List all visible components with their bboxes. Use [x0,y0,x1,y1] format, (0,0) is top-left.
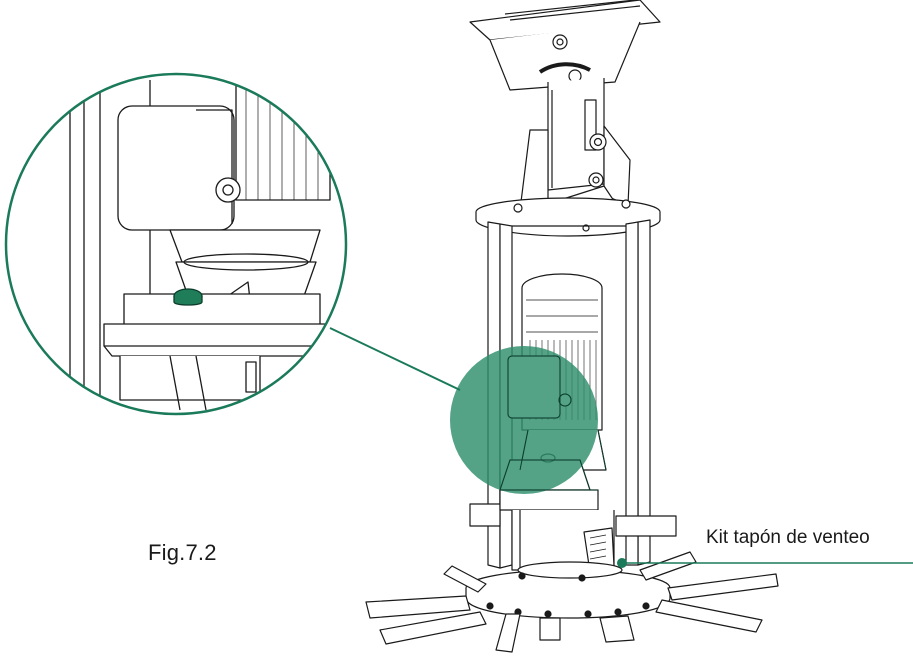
highlight-circle [450,346,598,494]
top-mount-bracket [469,0,661,221]
zoom-detail [6,74,346,414]
top-plate [475,197,661,237]
callout-label: Kit tapón de venteo [706,527,870,548]
support-legs [365,551,779,653]
highlight-detail [499,355,607,491]
zoom-circle-border [4,72,348,416]
callout-dot [617,558,627,568]
zoom-connector-line [329,327,461,391]
base-plate [465,561,671,619]
figure-label: Fig.7.2 [148,540,217,565]
